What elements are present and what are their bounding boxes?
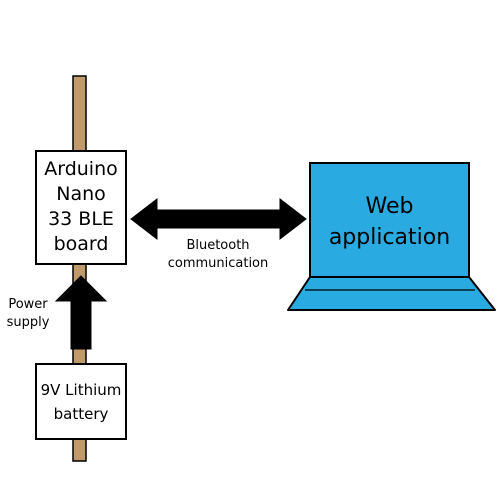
power-supply-label: Power supply [6,297,50,330]
web-application-label: Web application [328,194,451,250]
battery-box [35,363,127,440]
arduino-box [35,150,127,265]
laptop-base [287,276,496,311]
arduino-label: Arduino Nano 33 BLE board [44,158,118,255]
battery-label: 9V Lithium battery [40,381,122,423]
power-arrow [54,275,108,350]
laptop-screen [309,162,470,278]
bluetooth-arrow [130,197,307,241]
bluetooth-label: Bluetooth communication [167,238,269,271]
